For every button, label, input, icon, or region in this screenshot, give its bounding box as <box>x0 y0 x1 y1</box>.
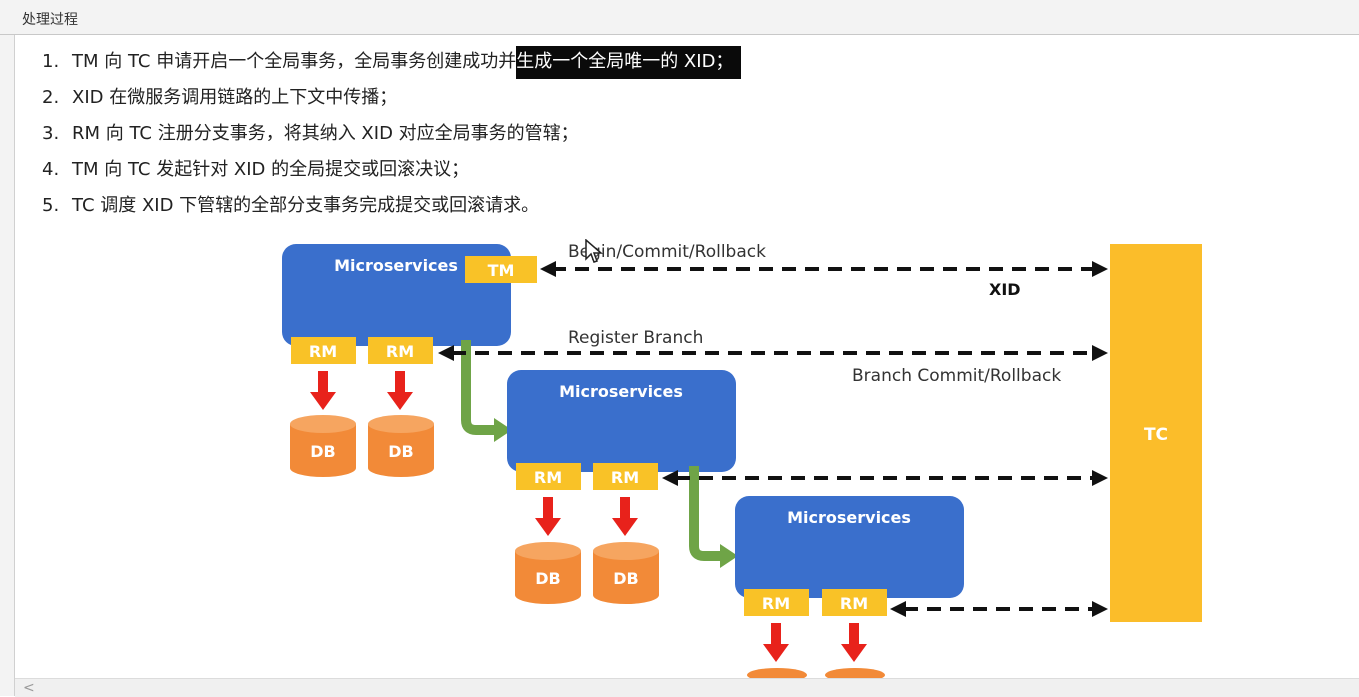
rm-box-3b <box>822 589 887 616</box>
rm-label: RM <box>762 594 790 613</box>
red-arrow-head <box>763 644 789 662</box>
step-item: 2. XID 在微服务调用链路的上下文中传播； <box>42 80 741 116</box>
red-arrow <box>318 371 328 394</box>
microservice-label-2: Microservices <box>559 382 683 401</box>
db-cylinder <box>593 542 659 604</box>
microservice-label-3: Microservices <box>787 508 911 527</box>
db-cylinder <box>290 415 356 477</box>
green-arrow-head <box>720 544 738 568</box>
green-call-arrow <box>461 340 496 435</box>
microservice-box-2 <box>507 370 736 472</box>
red-arrow-head <box>387 392 413 410</box>
rm-box-2a <box>516 463 581 490</box>
microservice-box-3 <box>735 496 964 598</box>
horizontal-scrollbar[interactable]: < <box>15 678 1359 697</box>
green-call-arrow <box>689 466 722 561</box>
tc-box <box>1110 244 1202 622</box>
red-arrow <box>620 497 630 520</box>
red-arrow-head <box>535 518 561 536</box>
red-arrow <box>395 371 405 394</box>
step-item: 3. RM 向 TC 注册分支事务，将其纳入 XID 对应全局事务的管辖； <box>42 116 741 152</box>
xid-label: XID <box>989 280 1021 299</box>
microservice-label-1: Microservices <box>334 256 458 275</box>
tc-label: TC <box>1144 425 1168 445</box>
db-label: DB <box>388 442 413 461</box>
step-text: RM 向 TC 注册分支事务，将其纳入 XID 对应全局事务的管辖； <box>72 123 579 144</box>
rm-label: RM <box>611 468 639 487</box>
rm-label: RM <box>534 468 562 487</box>
step-item: 1. TM 向 TC 申请开启一个全局事务，全局事务创建成功并生成一个全局唯一的 … <box>42 44 742 80</box>
step-number: 1. <box>42 51 60 72</box>
db-cylinder <box>515 542 581 604</box>
microservice-box-1 <box>282 244 511 346</box>
step-item: 5. TC 调度 XID 下管辖的全部分支事务完成提交或回滚请求。 <box>42 188 741 224</box>
branch-commit-label: Branch Commit/Rollback <box>852 366 1061 386</box>
red-arrow-head <box>612 518 638 536</box>
rm-label: RM <box>386 342 414 361</box>
step-text: TC 调度 XID 下管辖的全部分支事务完成提交或回滚请求。 <box>72 195 540 216</box>
db-cylinder-top <box>747 668 807 678</box>
mouse-cursor-icon <box>585 239 603 263</box>
window-title: 处理过程 <box>22 12 78 28</box>
db-cylinder-top <box>825 668 885 678</box>
rm-label: RM <box>309 342 337 361</box>
step-number: 4. <box>42 159 60 180</box>
title-bar: 处理过程 <box>0 0 1359 35</box>
db-label: DB <box>535 569 560 588</box>
rm-box-1b <box>368 337 433 364</box>
rm-box-3a <box>744 589 809 616</box>
register-branch-label: Register Branch <box>568 328 703 348</box>
step-item: 4. TM 向 TC 发起针对 XID 的全局提交或回滚决议； <box>42 152 741 188</box>
scroll-left-icon[interactable]: < <box>23 680 35 696</box>
step-text: XID 在微服务调用链路的上下文中传播； <box>72 87 398 108</box>
red-arrow-head <box>310 392 336 410</box>
step-text: TM 向 TC 发起针对 XID 的全局提交或回滚决议； <box>72 159 470 180</box>
begin-commit-label: Begin/Commit/Rollback <box>568 242 766 262</box>
red-arrow <box>543 497 553 520</box>
db-label: DB <box>310 442 335 461</box>
rm-box-1a <box>291 337 356 364</box>
tm-label: TM <box>488 261 515 280</box>
process-steps-list: 1. TM 向 TC 申请开启一个全局事务，全局事务创建成功并生成一个全局唯一的 … <box>42 44 742 224</box>
red-arrow <box>849 623 859 646</box>
green-arrow-head <box>494 418 512 442</box>
step-number: 5. <box>42 195 60 216</box>
selected-text[interactable]: 生成一个全局唯一的 XID； <box>516 46 742 79</box>
tm-box <box>465 256 537 283</box>
rm-label: RM <box>840 594 868 613</box>
step-number: 2. <box>42 87 60 108</box>
left-gutter <box>0 0 15 696</box>
red-arrow <box>771 623 781 646</box>
db-cylinder <box>368 415 434 477</box>
db-label: DB <box>613 569 638 588</box>
step-number: 3. <box>42 123 60 144</box>
red-arrow-head <box>841 644 867 662</box>
rm-box-2b <box>593 463 658 490</box>
step-text: TM 向 TC 申请开启一个全局事务，全局事务创建成功并 <box>72 51 517 72</box>
